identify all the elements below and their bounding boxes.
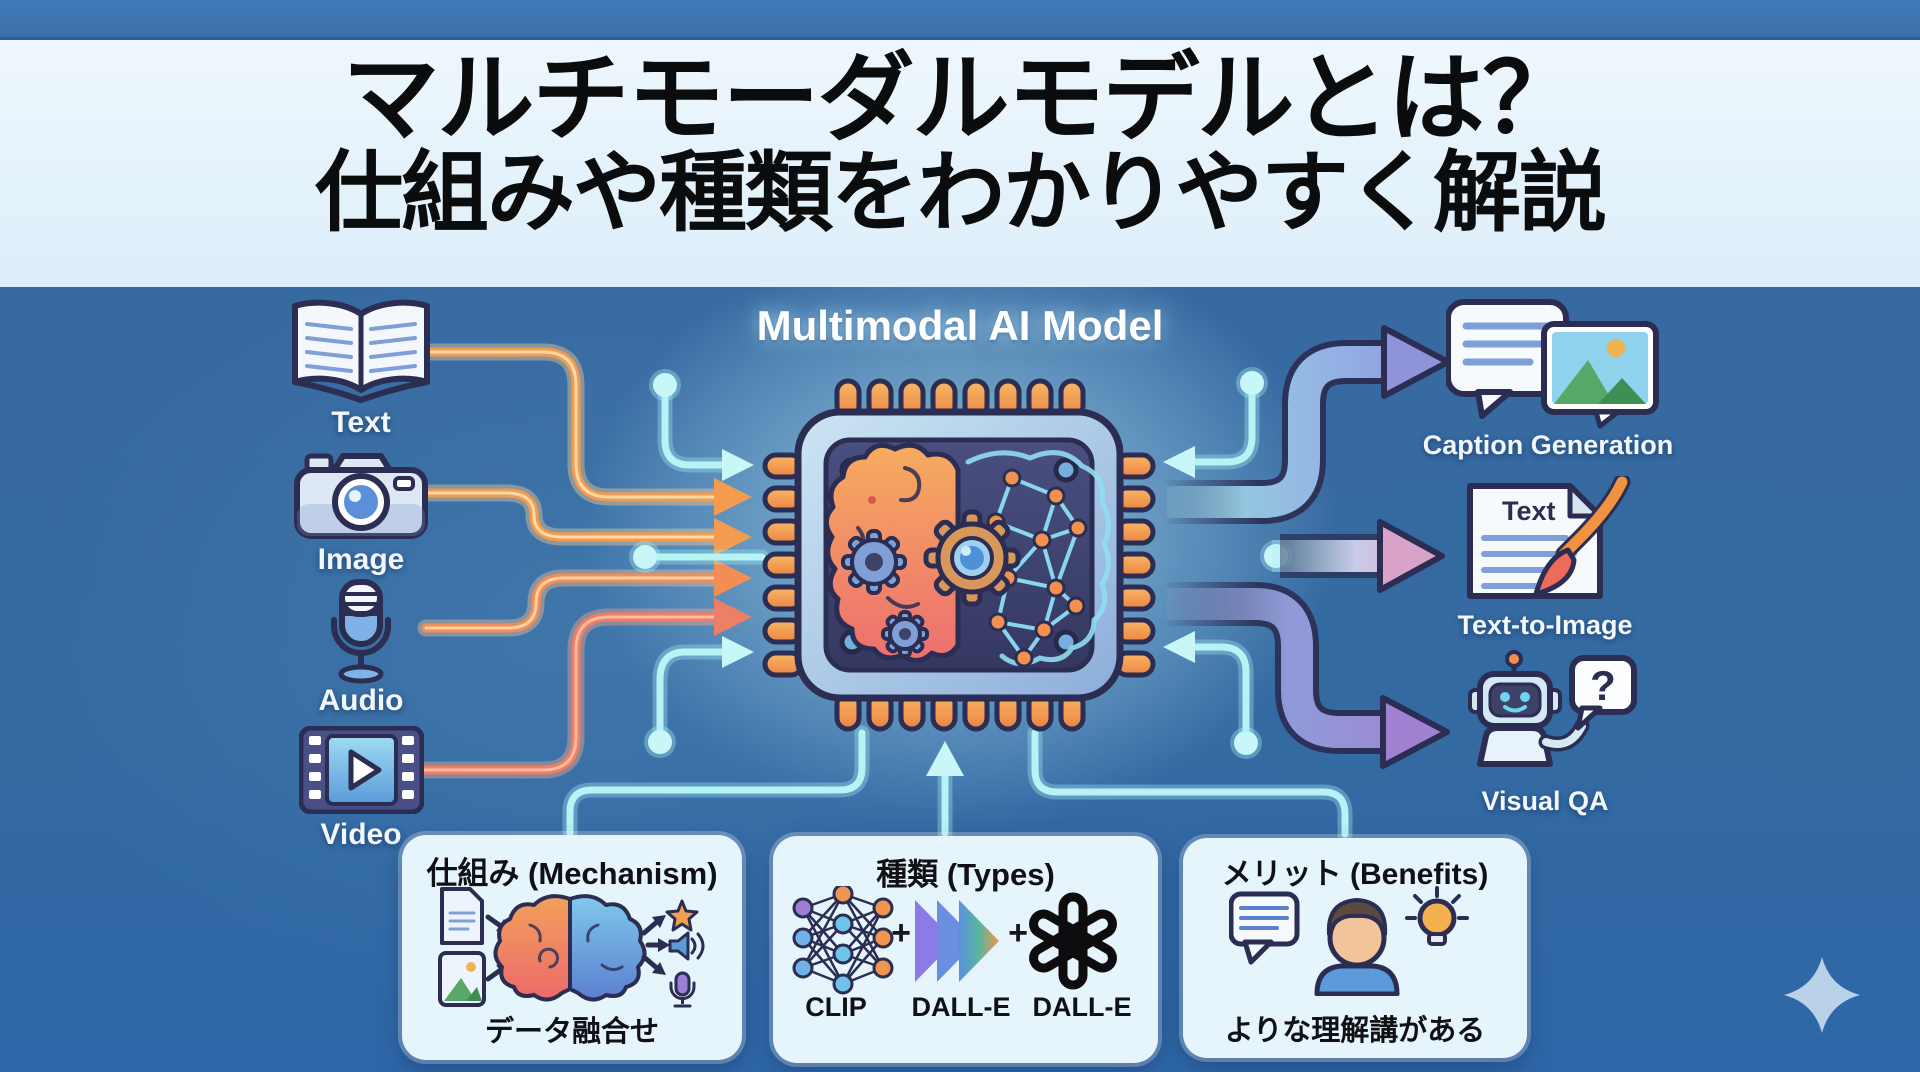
right-circuit-traces	[1163, 367, 1268, 759]
page-title-line1: マルチモーダルモデルとは？	[342, 44, 1580, 153]
input-label-video: Video	[320, 818, 402, 851]
benefits-card-caption: よりな理解講がある	[1224, 1015, 1486, 1047]
type-label-clip: CLIP	[805, 992, 867, 1022]
output-arrow-vqa	[1167, 582, 1450, 769]
page-title-line2: 仕組みや種類をわかりやすく解説	[314, 142, 1607, 242]
chip-pins-left	[762, 452, 805, 678]
output-label-caption: Caption Generation	[1422, 430, 1674, 460]
sparkle-icon	[1784, 957, 1860, 1033]
caption-generation-icon	[1446, 296, 1671, 430]
left-circuit-traces	[629, 369, 770, 758]
clip-network-icon	[801, 892, 885, 986]
qa-question-mark: ?	[1590, 662, 1616, 709]
input-wires	[401, 343, 752, 779]
output-arrow-tti	[1260, 519, 1445, 593]
film-icon	[299, 726, 424, 814]
chip-pins-top	[834, 378, 1086, 420]
plus-sign: +	[891, 914, 911, 952]
mechanism-card: 仕組み (Mechanism)	[402, 835, 742, 1060]
robot-icon: ?	[1452, 650, 1644, 784]
header-banner: マルチモーダルモデルとは？ 仕組みや種類をわかりやすく解説	[0, 40, 1920, 287]
card-connectors	[562, 725, 1353, 842]
mechanism-card-caption: データ融合せ	[484, 1016, 659, 1048]
camera-icon	[291, 448, 431, 543]
model-label: Multimodal AI Model	[756, 302, 1164, 349]
text-to-image-icon: Text	[1460, 476, 1632, 606]
tti-doc-text: Text	[1502, 496, 1556, 526]
gear-lens-icon	[923, 509, 1021, 607]
chip-pins-right	[1113, 452, 1156, 678]
gear-small-icon	[841, 529, 907, 595]
types-card: 種類 (Types)	[773, 836, 1158, 1063]
chip	[762, 378, 1156, 732]
benefits-card: メリット (Benefits) よりな理解講がある	[1183, 838, 1527, 1058]
dalle-logo-icon	[915, 900, 999, 982]
mechanism-diagram-icon	[430, 885, 710, 1009]
type-label-dalle-2: DALL-E	[1032, 992, 1132, 1022]
benefits-card-title: メリット (Benefits)	[1221, 858, 1489, 891]
type-label-dalle-1: DALL-E	[911, 992, 1011, 1022]
input-label-text: Text	[331, 406, 391, 439]
output-arrow-caption	[1167, 325, 1451, 524]
output-label-tti: Text-to-Image	[1457, 610, 1633, 640]
output-label-vqa: Visual QA	[1481, 786, 1609, 816]
types-logos	[785, 886, 1135, 996]
types-card-title: 種類 (Types)	[876, 857, 1055, 892]
top-strip	[0, 0, 1920, 40]
book-icon	[281, 296, 441, 406]
input-label-image: Image	[317, 543, 405, 576]
gear-tiny-icon	[881, 610, 929, 658]
mechanism-card-title: 仕組み (Mechanism)	[426, 856, 718, 891]
microphone-icon	[316, 578, 406, 686]
plus-sign: +	[1008, 914, 1028, 952]
openai-logo-icon	[1029, 892, 1117, 990]
input-label-audio: Audio	[318, 684, 404, 717]
benefits-diagram-icon	[1229, 884, 1469, 996]
